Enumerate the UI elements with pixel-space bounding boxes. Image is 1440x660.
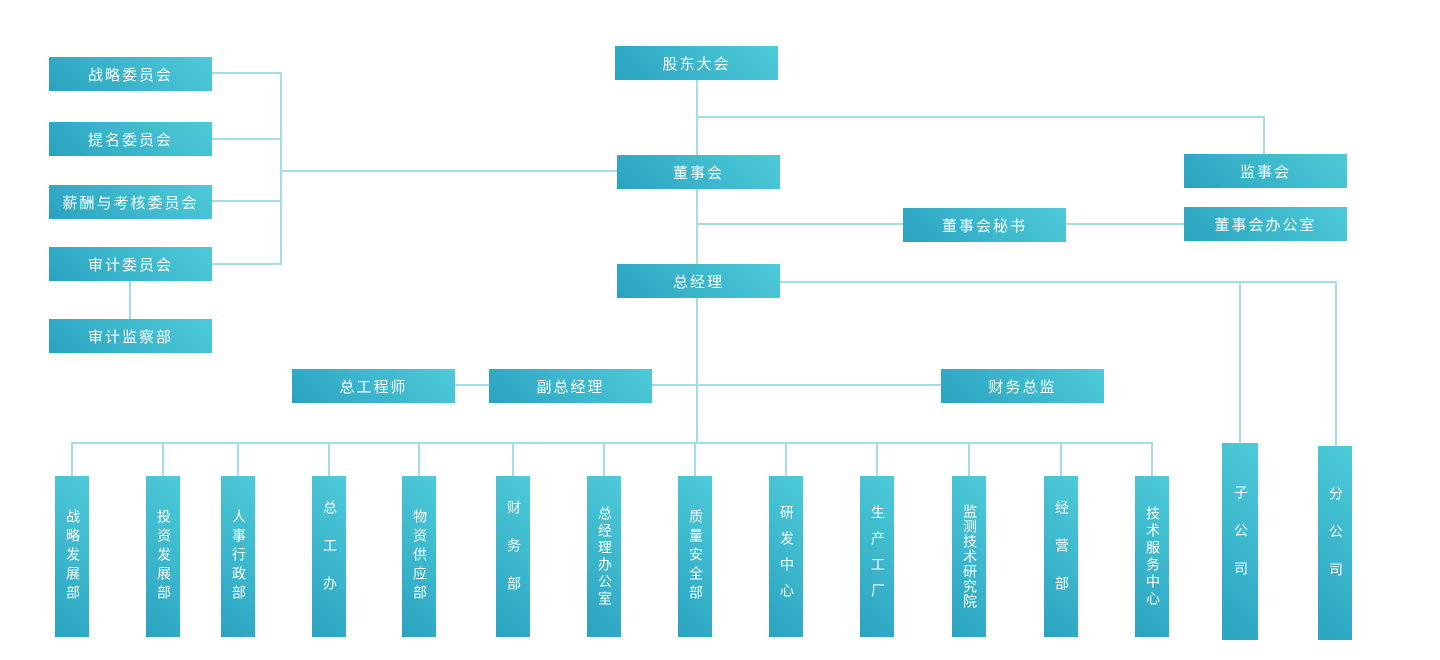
connector-dept-stub-4 <box>328 443 330 476</box>
node-dept-quality-safety[interactable]: 质量安全部 <box>678 476 712 637</box>
node-dept-investment-development[interactable]: 投资发展部 <box>146 476 180 637</box>
node-dept-material-supply[interactable]: 物资供应部 <box>402 476 436 637</box>
connector-secretary-office <box>1066 223 1184 225</box>
connector-shareholders-supervisory-h <box>697 116 1265 118</box>
node-shareholders-meeting[interactable]: 股东大会 <box>615 46 778 80</box>
connector-spine-cfo <box>697 384 941 386</box>
connector-strategy-committee <box>211 72 281 74</box>
node-subsidiary-company[interactable]: 子公司 <box>1222 443 1258 640</box>
connector-dept-stub-13 <box>1151 443 1153 476</box>
node-audit-supervision-dept[interactable]: 审计监察部 <box>49 319 212 353</box>
node-dept-monitoring-research[interactable]: 监测技术研究院 <box>952 476 986 637</box>
connector-dept-stub-5 <box>418 443 420 476</box>
connector-dept-stub-12 <box>1060 443 1062 476</box>
node-board-office[interactable]: 董事会办公室 <box>1184 207 1347 241</box>
connector-board-gm <box>696 188 698 264</box>
connector-departments-bus <box>71 442 1153 444</box>
node-general-manager[interactable]: 总经理 <box>617 264 780 298</box>
node-board[interactable]: 董事会 <box>617 155 780 189</box>
connector-audit-committee-supervision <box>129 281 131 319</box>
node-dept-finance[interactable]: 财务部 <box>496 476 530 637</box>
node-dept-production-factory[interactable]: 生产工厂 <box>860 476 894 637</box>
node-board-secretary[interactable]: 董事会秘书 <box>903 208 1066 242</box>
connector-remuneration-committee <box>211 200 281 202</box>
node-audit-committee[interactable]: 审计委员会 <box>49 247 212 281</box>
node-finance-director[interactable]: 财务总监 <box>941 369 1104 403</box>
connector-dept-stub-3 <box>237 443 239 476</box>
node-dept-operations[interactable]: 经营部 <box>1044 476 1078 637</box>
connector-dept-stub-6 <box>512 443 514 476</box>
connector-subsidiary-v <box>1239 281 1241 443</box>
connector-dept-stub-2 <box>162 443 164 476</box>
node-strategy-committee[interactable]: 战略委员会 <box>49 57 212 91</box>
connector-deputygm-spine <box>652 384 697 386</box>
node-dept-chief-engineer-office[interactable]: 总工办 <box>312 476 346 637</box>
connector-dept-stub-9 <box>785 443 787 476</box>
connector-dept-stub-8 <box>694 443 696 476</box>
connector-committees-bus <box>280 72 282 265</box>
node-branch-company[interactable]: 分公司 <box>1318 446 1352 640</box>
node-dept-hr-admin[interactable]: 人事行政部 <box>221 476 255 637</box>
connector-gm-departments <box>696 297 698 444</box>
connector-audit-committee <box>211 263 281 265</box>
connector-dept-stub-10 <box>876 443 878 476</box>
connector-dept-stub-7 <box>603 443 605 476</box>
connector-dept-stub-11 <box>968 443 970 476</box>
connector-board-secretary <box>697 223 903 225</box>
node-deputy-general-manager[interactable]: 副总经理 <box>489 369 652 403</box>
node-dept-strategy-development[interactable]: 战略发展部 <box>55 476 89 637</box>
node-nomination-committee[interactable]: 提名委员会 <box>49 122 212 156</box>
node-dept-tech-service-center[interactable]: 技术服务中心 <box>1135 476 1169 637</box>
connector-branch-v <box>1335 281 1337 446</box>
node-chief-engineer[interactable]: 总工程师 <box>292 369 455 403</box>
connector-shareholders-supervisory-v <box>1263 116 1265 154</box>
connector-dept-stub-1 <box>71 443 73 476</box>
connector-chiefengineer-deputygm <box>454 384 489 386</box>
connector-committees-board <box>280 170 617 172</box>
connector-gm-companies-h <box>779 281 1337 283</box>
connector-nomination-committee <box>211 138 281 140</box>
node-dept-gm-office[interactable]: 总经理办公室 <box>587 476 621 637</box>
node-remuneration-committee[interactable]: 薪酬与考核委员会 <box>49 185 212 219</box>
node-supervisory-board[interactable]: 监事会 <box>1184 154 1347 188</box>
node-dept-rd-center[interactable]: 研发中心 <box>769 476 803 637</box>
